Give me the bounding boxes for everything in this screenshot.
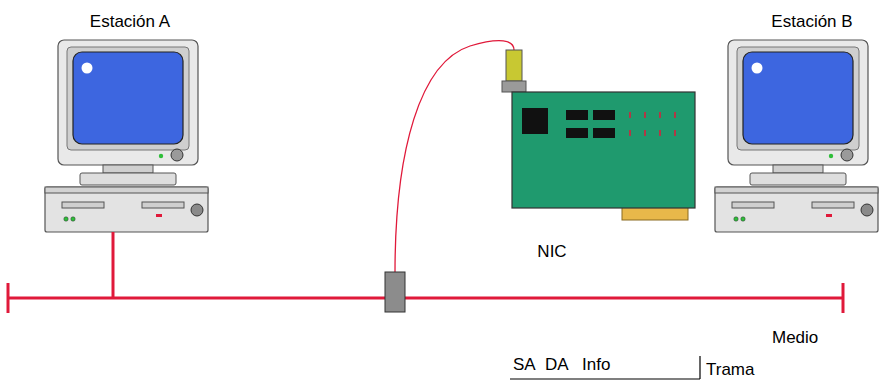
nic-card <box>512 92 695 220</box>
station-label: Estación B <box>767 10 856 34</box>
frame-bracket <box>510 378 700 379</box>
node-text: Estación A <box>90 12 170 32</box>
node-text: NIC <box>537 242 566 262</box>
frame-label: Trama <box>706 360 755 380</box>
cable-connector <box>502 81 526 92</box>
station-label: Estación A <box>86 10 174 34</box>
medium-label: Medio <box>772 328 818 348</box>
bus-tap <box>385 272 405 312</box>
nic-label: NIC <box>533 240 570 264</box>
frame-field: DA <box>545 355 569 375</box>
bus-medium <box>8 297 843 300</box>
nic-cable <box>395 41 514 273</box>
computer-icon <box>715 40 878 232</box>
bus-terminator <box>842 283 845 313</box>
frame-field: Info <box>582 355 610 375</box>
drop-cable <box>112 232 115 298</box>
frame-bracket <box>699 356 700 379</box>
frame-field: SA <box>513 355 536 375</box>
computer-icon <box>45 40 208 232</box>
cable-connector <box>506 50 522 81</box>
node-text: Estación B <box>771 12 852 32</box>
bus-terminator <box>7 283 10 313</box>
